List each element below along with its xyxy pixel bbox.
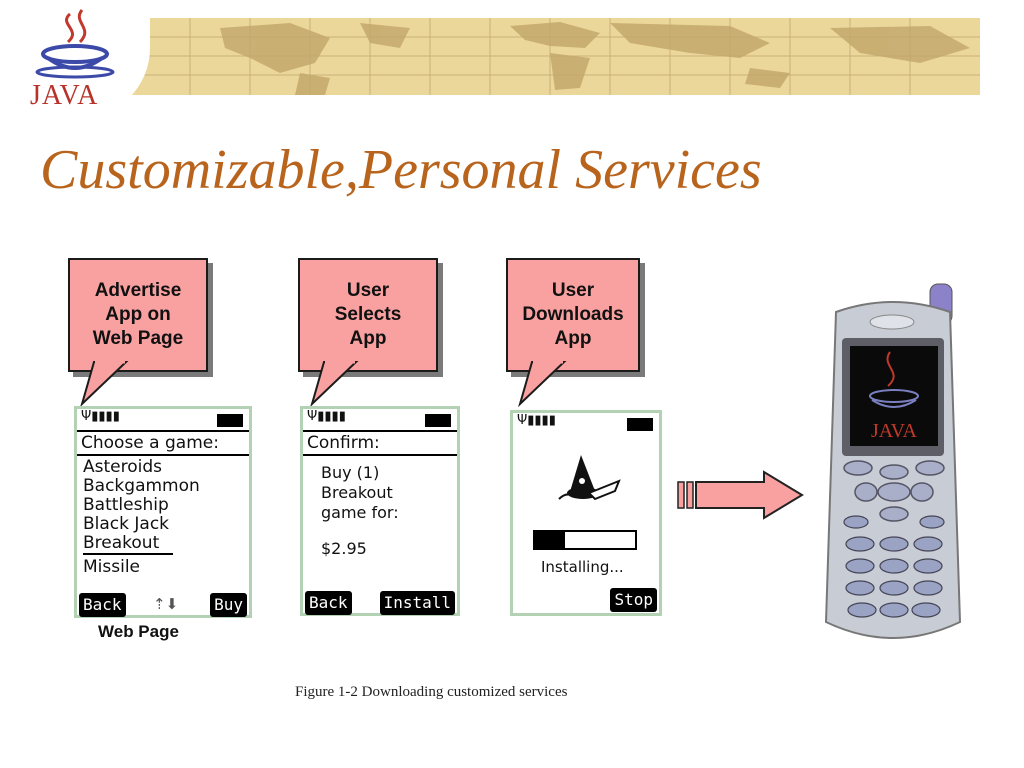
list-item-selected[interactable]: Breakout xyxy=(83,533,160,553)
scroll-arrows-icon: ⇡⬇ xyxy=(153,595,179,613)
world-map-banner xyxy=(130,18,980,95)
confirm-line: game for: xyxy=(321,503,399,522)
back-button[interactable]: Back xyxy=(305,591,352,615)
callout-advertise: Advertise App on Web Page xyxy=(68,258,208,372)
logo-area: JAVA xyxy=(0,0,150,118)
battery-icon xyxy=(627,418,653,431)
back-button[interactable]: Back xyxy=(79,593,126,617)
java-logo-text: JAVA xyxy=(30,80,99,111)
list-item[interactable]: Missile xyxy=(83,557,141,577)
phone-screen-java-logo: JAVA xyxy=(871,420,917,442)
installing-status: Installing... xyxy=(541,558,624,576)
status-bar: Ψ▮▮▮▮ xyxy=(307,409,451,427)
screen-confirm: Ψ▮▮▮▮ Confirm: Buy (1) Breakout game for… xyxy=(300,406,460,616)
callout-advertise-pointer xyxy=(80,360,129,408)
screen-heading: Choose a game: xyxy=(81,433,219,453)
progress-bar xyxy=(533,530,637,550)
install-button[interactable]: Install xyxy=(379,591,455,615)
callout-select-pointer xyxy=(310,360,359,408)
screen-heading: Confirm: xyxy=(307,433,380,453)
callout-download: User Downloads App xyxy=(506,258,640,372)
figure-caption: Figure 1-2 Downloading customized servic… xyxy=(295,684,568,700)
arrow-right-icon xyxy=(677,470,804,520)
screen-installing: Ψ▮▮▮▮ Installing... Stop xyxy=(510,410,662,616)
page-title: Customizable,Personal Services xyxy=(40,139,762,201)
web-page-label: Web Page xyxy=(98,622,179,641)
confirm-line: Breakout xyxy=(321,483,393,502)
status-bar: Ψ▮▮▮▮ xyxy=(517,413,653,431)
price-text: $2.95 xyxy=(321,539,367,558)
list-item[interactable]: Backgammon xyxy=(83,476,200,496)
java-duke-icon xyxy=(558,455,621,501)
list-item[interactable]: Asteroids xyxy=(83,457,162,477)
signal-icon: Ψ▮▮▮▮ xyxy=(81,409,120,424)
screen-choose-game: Ψ▮▮▮▮ Choose a game: Asteroids Backgammo… xyxy=(74,406,252,618)
stop-button[interactable]: Stop xyxy=(610,588,657,612)
callout-download-pointer xyxy=(518,360,567,408)
list-item[interactable]: Black Jack xyxy=(83,514,170,534)
progress-fill xyxy=(535,532,565,548)
signal-icon: Ψ▮▮▮▮ xyxy=(307,409,346,424)
battery-icon xyxy=(217,414,243,427)
cell-phone-illustration xyxy=(824,283,962,639)
status-bar: Ψ▮▮▮▮ xyxy=(81,409,243,427)
selection-underline xyxy=(83,553,173,555)
list-item[interactable]: Battleship xyxy=(83,495,169,515)
signal-icon: Ψ▮▮▮▮ xyxy=(517,413,556,428)
java-cup-icon xyxy=(35,9,115,79)
battery-icon xyxy=(425,414,451,427)
confirm-line: Buy (1) xyxy=(321,463,380,482)
callout-select: User Selects App xyxy=(298,258,438,372)
buy-button[interactable]: Buy xyxy=(210,593,247,617)
world-map-graphic xyxy=(130,18,980,95)
